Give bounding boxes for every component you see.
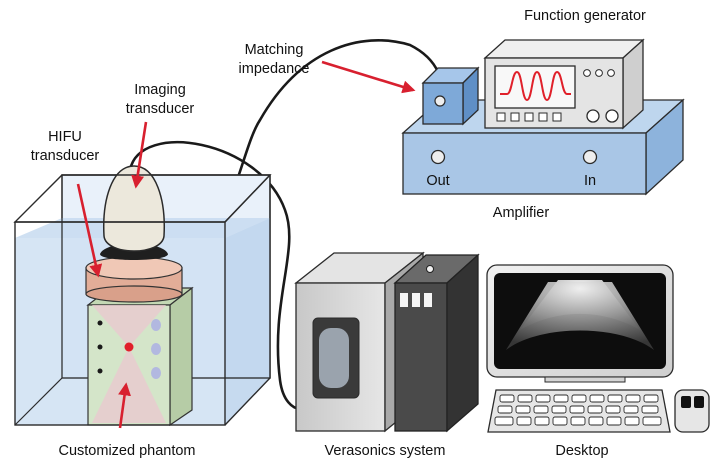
label-hifu-line1: HIFU xyxy=(48,129,82,145)
desktop-computer-icon xyxy=(486,264,710,433)
phantom-block-icon xyxy=(86,286,194,427)
arrow-hifu-transducer xyxy=(76,183,103,278)
label-amp-in: In xyxy=(584,173,596,189)
verasonics-system-icon xyxy=(294,251,480,433)
label-matching-line2: impedance xyxy=(239,61,310,77)
arrow-matching-impedance xyxy=(321,60,416,94)
label-hifu-line2: transducer xyxy=(31,148,100,164)
label-desktop: Desktop xyxy=(555,443,608,459)
label-amplifier: Amplifier xyxy=(493,205,550,221)
mouse-icon xyxy=(674,389,710,433)
amp-in-port-icon xyxy=(582,149,598,165)
focal-spot xyxy=(124,342,134,352)
annotation-arrows xyxy=(76,60,416,429)
matching-impedance-box-icon xyxy=(421,66,480,126)
sine-wave-icon xyxy=(500,70,571,102)
function-generator-icon xyxy=(483,38,645,130)
arrow-phantom xyxy=(118,382,132,429)
label-amp-out: Out xyxy=(426,173,449,189)
amp-out-port-icon xyxy=(430,149,446,165)
label-imaging-line1: Imaging xyxy=(134,82,186,98)
hifu-transducer-icon xyxy=(85,256,183,303)
label-verasonics-system: Verasonics system xyxy=(325,443,446,459)
arrow-imaging-transducer xyxy=(131,121,148,189)
imaging-transducer-icon xyxy=(100,165,168,260)
label-imaging-line2: transducer xyxy=(126,101,195,117)
label-customized-phantom: Customized phantom xyxy=(58,443,195,459)
label-function-generator: Function generator xyxy=(524,8,646,24)
label-matching-line1: Matching xyxy=(245,42,304,58)
